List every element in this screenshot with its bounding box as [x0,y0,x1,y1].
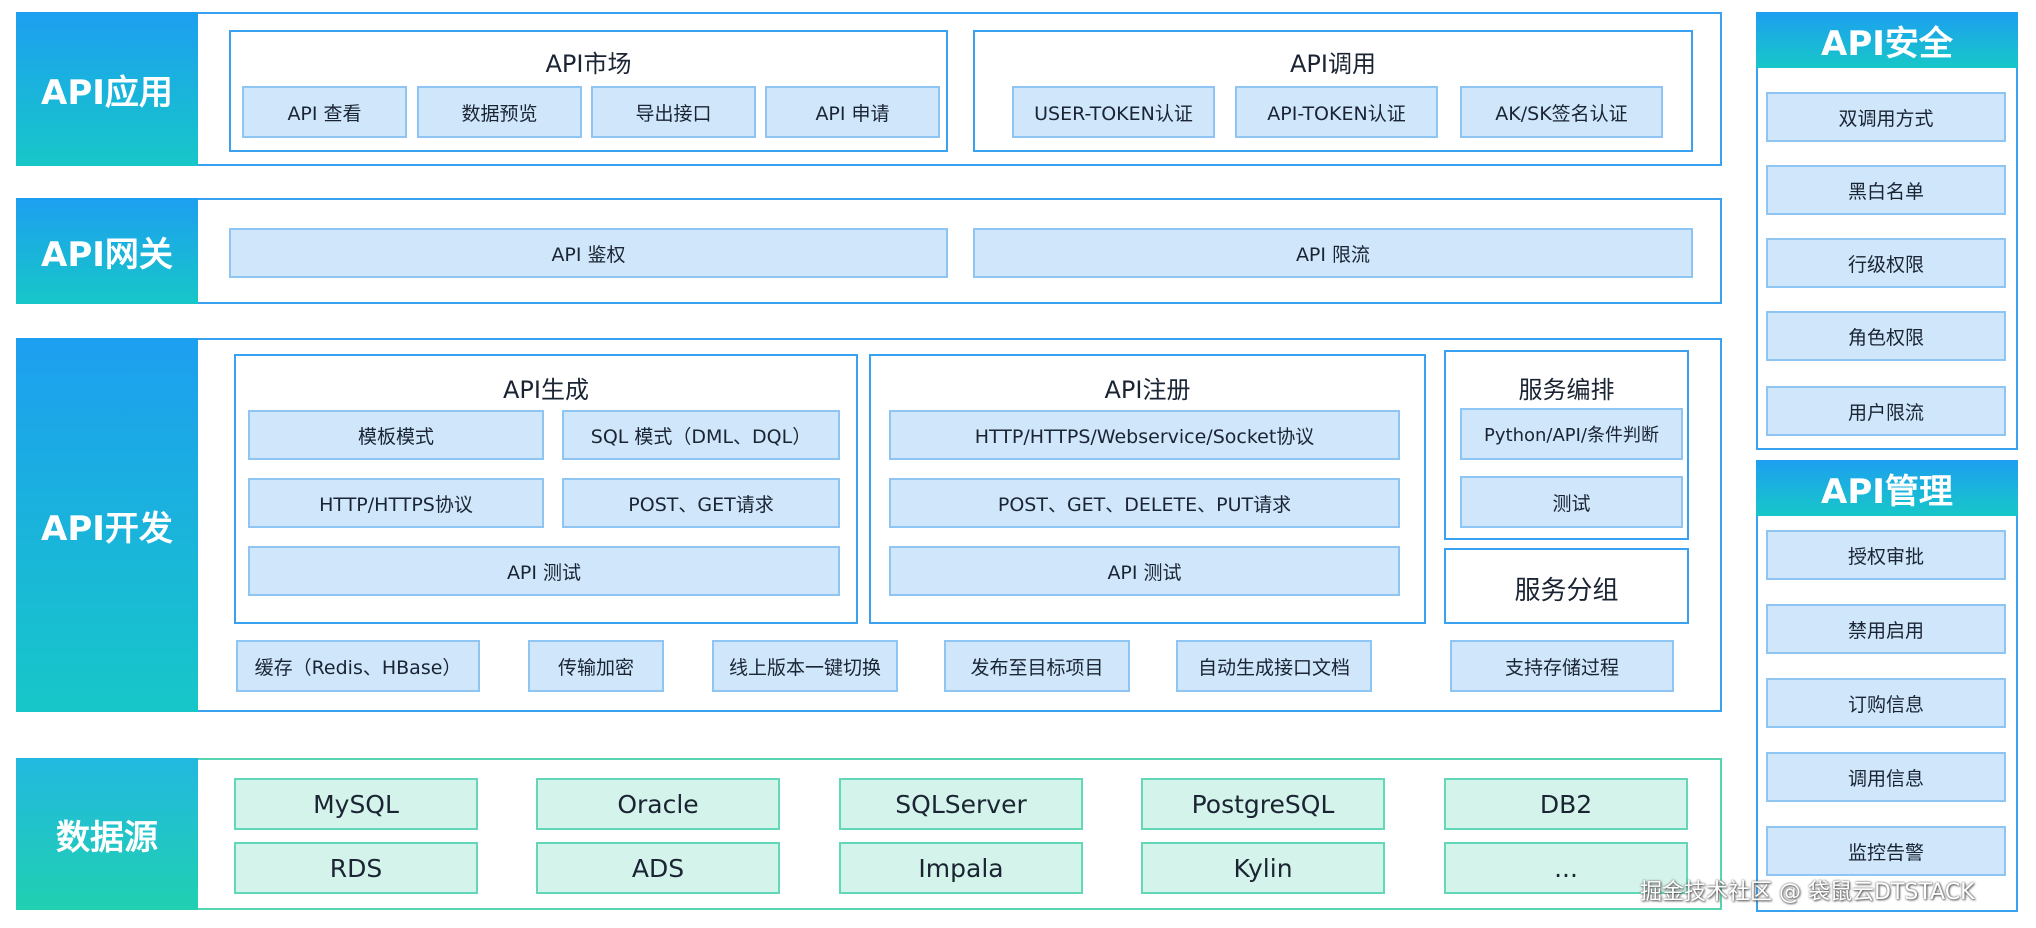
chip-transport-encryption[interactable]: 传输加密 [528,640,664,692]
chip-kylin[interactable]: Kylin [1141,842,1385,894]
chip-dual-invoke-mode[interactable]: 双调用方式 [1766,92,2006,142]
chip-api-test-register[interactable]: API 测试 [889,546,1400,596]
chip-postgresql[interactable]: PostgreSQL [1141,778,1385,830]
chip-template-mode[interactable]: 模板模式 [248,410,544,460]
chip-stored-procedure-support[interactable]: 支持存储过程 [1450,640,1674,692]
chip-sql-mode[interactable]: SQL 模式（DML、DQL） [562,410,840,460]
chip-ads[interactable]: ADS [536,842,780,894]
chip-mysql[interactable]: MySQL [234,778,478,830]
panel-title-api-security: API安全 [1756,12,2018,68]
chip-aksk-sign-auth[interactable]: AK/SK签名认证 [1460,86,1663,138]
chip-http-https-protocol[interactable]: HTTP/HTTPS协议 [248,478,544,528]
chip-role-permission[interactable]: 角色权限 [1766,311,2006,361]
chip-authorization-approval[interactable]: 授权审批 [1766,530,2006,580]
panel-api-security [1756,12,2018,450]
group-service-grouping[interactable] [1444,548,1689,624]
panel-title-api-management: API管理 [1756,460,2018,516]
group-title-api-invoke: API调用 [1290,50,1376,78]
chip-export-interface[interactable]: 导出接口 [591,86,756,138]
chip-register-request-methods[interactable]: POST、GET、DELETE、PUT请求 [889,478,1400,528]
chip-online-version-switch[interactable]: 线上版本一键切换 [712,640,898,692]
chip-monitoring-alert[interactable]: 监控告警 [1766,826,2006,876]
service-grouping-label: 服务分组 [1514,576,1619,606]
chip-row-level-permission[interactable]: 行级权限 [1766,238,2006,288]
group-title-api-market: API市场 [545,50,632,78]
chip-api-token-auth[interactable]: API-TOKEN认证 [1235,86,1438,138]
chip-api-rate-limit[interactable]: API 限流 [973,228,1693,278]
chip-rds[interactable]: RDS [234,842,478,894]
chip-api-authentication[interactable]: API 鉴权 [229,228,948,278]
chip-data-preview[interactable]: 数据预览 [417,86,582,138]
row-label-api-application: API应用 [16,12,198,166]
chip-more-sources[interactable]: ... [1444,842,1688,894]
chip-subscription-info[interactable]: 订购信息 [1766,678,2006,728]
chip-oracle[interactable]: Oracle [536,778,780,830]
chip-orchestration-test[interactable]: 测试 [1460,476,1683,528]
chip-register-protocols[interactable]: HTTP/HTTPS/Webservice/Socket协议 [889,410,1400,460]
chip-publish-to-project[interactable]: 发布至目标项目 [944,640,1130,692]
chip-invocation-info[interactable]: 调用信息 [1766,752,2006,802]
chip-user-token-auth[interactable]: USER-TOKEN认证 [1012,86,1215,138]
chip-auto-generate-docs[interactable]: 自动生成接口文档 [1176,640,1372,692]
row-label-data-source: 数据源 [16,758,198,910]
chip-post-get-request[interactable]: POST、GET请求 [562,478,840,528]
chip-sqlserver[interactable]: SQLServer [839,778,1083,830]
group-title-api-generate: API生成 [503,376,589,404]
chip-api-view[interactable]: API 查看 [242,86,407,138]
chip-disable-enable[interactable]: 禁用启用 [1766,604,2006,654]
chip-cache-redis-hbase[interactable]: 缓存（Redis、HBase） [236,640,480,692]
chip-db2[interactable]: DB2 [1444,778,1688,830]
chip-user-rate-limit[interactable]: 用户限流 [1766,386,2006,436]
watermark-text: 掘金技术社区 @ 袋鼠云DTSTACK [1640,880,1975,905]
chip-api-test-generate[interactable]: API 测试 [248,546,840,596]
row-label-api-development: API开发 [16,338,198,712]
chip-api-apply[interactable]: API 申请 [765,86,940,138]
row-label-api-gateway: API网关 [16,198,198,304]
chip-black-white-list[interactable]: 黑白名单 [1766,165,2006,215]
chip-impala[interactable]: Impala [839,842,1083,894]
group-title-api-register: API注册 [1104,376,1191,404]
chip-python-api-condition[interactable]: Python/API/条件判断 [1460,408,1683,460]
group-title-service-orchestration: 服务编排 [1518,376,1615,404]
